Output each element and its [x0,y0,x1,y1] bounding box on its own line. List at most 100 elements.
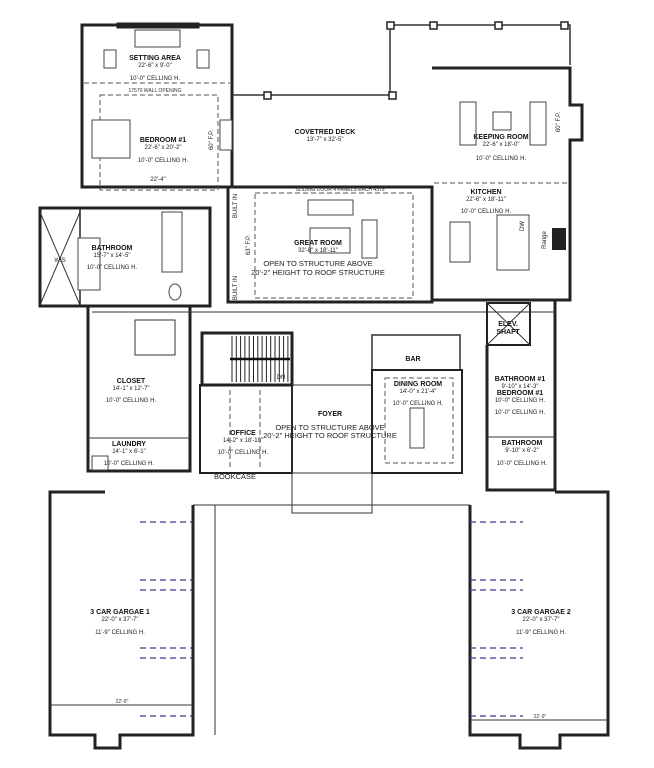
elevator-cross [486,302,531,346]
garage-1-wall [48,490,195,750]
vanity [161,211,183,273]
wall-opening-label: 17570 WALL OPENING [129,88,182,94]
bed [91,119,131,159]
bathroom1-size: 9'-10" x 14'-3" [502,384,539,390]
bathroom1-ceiling: 10'-0" CELLING H. [495,398,546,404]
great-room-wall [226,185,434,304]
office-size: 14'-2" x 18'-10" [223,438,263,444]
bar-name: BAR [405,356,420,363]
bath-wing-wall [485,298,557,492]
deck-post [263,91,272,100]
bathroom1-ceiling: 10'-0" CELLING H. [495,410,546,416]
dining-name: DINING ROOM [394,381,442,388]
bookcase-label: BOOKCASE [214,472,256,481]
built-in-label: BUILT IN [233,194,239,218]
chair [103,49,117,69]
garage-2-wall [468,490,610,750]
elevator-wall [486,302,531,346]
bedroom1-size: 22'-6" x 20'-2" [145,145,182,151]
dining-ceiling: 10'-0" CELLING H. [393,401,444,407]
closet-name: CLOSET [117,378,146,385]
closet-wall [86,304,192,473]
deck-post [386,21,395,30]
setting-area-name: SETTING AREA [129,55,181,62]
closet-ceiling: 10'-0" CELLING H. [106,398,157,404]
coffee-table [309,227,351,254]
garage2-ceiling: 11'-9" CELLING H. [516,630,566,636]
office-name: OFFICE [230,430,256,437]
dimension-label: 22'-9" [116,699,129,705]
kitchen-island [496,214,530,271]
window [116,22,200,29]
kitchen-name: KITCHEN [470,189,501,196]
kitchen-ceiling: 10'-0" CELLING H. [461,209,512,215]
deck-post [429,21,438,30]
master-bath-ceiling: 10'-0" CELLING H. [87,265,138,271]
coffee-table [492,111,512,131]
keeping-room-size: 22'-6" x 18'-0" [483,142,520,148]
laundry-ceiling: 10'-0" CELLING H. [104,461,155,467]
range-icon [552,228,566,250]
toilet [168,283,182,301]
bedroom1-name: BEDROOM #1 [140,137,186,144]
sofa [307,199,354,216]
bar-counter [371,334,461,371]
garage2-size: 22'-0" x 37'-7" [523,617,560,623]
sofa [459,101,477,146]
laundry-name: LAUNDRY [112,441,146,448]
washer [91,455,109,471]
wic-cross [39,211,81,306]
bathroom1-name: BATHROOM #1 [495,376,546,383]
deck-name: COVETRED DECK [295,129,356,136]
master-bath-size: 15'-7" x 14'-5" [94,253,131,259]
fireplace [219,119,233,151]
range-label: Range [542,231,548,249]
elevator-name: ELEV. [498,321,518,328]
office-ceiling: 10'-0" CELLING H. [218,450,269,456]
fireplace-label: 60" F.P. [209,130,215,150]
deck-post [388,91,397,100]
bedroom1-label: BEDROOM #1 [497,390,543,397]
garage1-ceiling: 11'-9" CELLING H. [95,630,145,636]
deck-size: 13'-7" x 32'-5" [307,137,344,143]
dimension-label: 22'-4" [150,177,165,183]
fireplace-label: 63" F.P. [246,235,252,255]
dining-table [409,407,425,449]
garage1-name: 3 CAR GARGAE 1 [90,609,150,616]
sofa [361,219,378,259]
elevator-name: SHAFT [496,329,520,336]
deck-post [494,21,503,30]
garage1-size: 22'-0" x 37'-7" [102,617,139,623]
great-room-size: 32'-8" x 18'-11" [298,248,338,254]
foyer-note: 20'-2" HEIGHT TO ROOF STRUCTURE [263,431,397,440]
keeping-room-ceiling: 10'-0" CELLING H. [476,156,527,162]
stairs-down-label: DN [277,375,286,381]
garage-door-lines [140,521,523,717]
great-room-note: OPEN TO STRUCTURE ABOVE [263,259,372,268]
dining-size: 14'-0" x 21'-4" [400,389,437,395]
laundry-size: 14'-1" x 6'-1" [112,449,146,455]
bathroom2-ceiling: 10'-0" CELLING H. [497,461,548,467]
master-bath-name: BATHROOM [92,245,133,252]
keeping-room-name: KEEPING ROOM [473,134,528,141]
dining-wall [371,369,463,474]
setting-area-size: 22'-6" x 9'-0" [138,63,172,69]
bedroom1-ceiling: 10'-0" CELLING H. [138,158,189,164]
bathtub [77,237,101,291]
dining-rug [384,377,454,464]
foyer-name: FOYER [318,411,342,418]
great-room-name: GREAT ROOM [294,240,342,247]
setting-area-ceiling: 10'-0" CELLING H. [130,76,181,82]
stairs[interactable] [230,336,290,382]
entry-porch [291,472,373,514]
fireplace-label: 60" F.P. [556,112,562,132]
kitchen-table [449,221,471,263]
wic-name: WIS [54,258,65,264]
great-room-rug [254,192,414,299]
kitchen-size: 22'-6" x 18'-11" [466,197,506,203]
chair [196,49,210,69]
kitchen-wall [430,66,584,302]
dimension-label: 22'-9" [534,714,547,720]
built-in-label: BUILT IN [233,276,239,300]
